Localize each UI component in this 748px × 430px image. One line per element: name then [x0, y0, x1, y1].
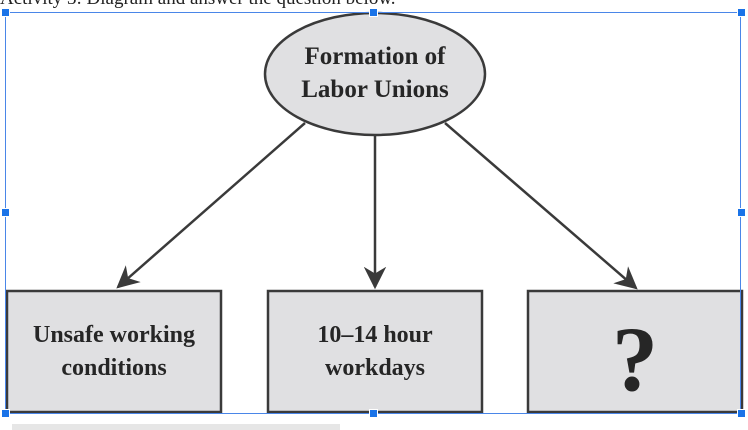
child-node-unsafe-conditions: Unsafe working conditions — [5, 289, 223, 414]
child-1-label-line2: conditions — [61, 355, 166, 381]
arrow-to-unknown — [444, 122, 638, 290]
child-1-label-line1: Unsafe working — [33, 322, 195, 348]
question-mark-label: ? — [612, 308, 658, 410]
root-node: Formation of Labor Unions — [263, 11, 487, 137]
arrow-to-unsafe-conditions — [116, 122, 306, 289]
child-2-label-line2: workdays — [325, 355, 425, 381]
root-ellipse — [263, 11, 487, 137]
resize-handle-middle-right[interactable] — [737, 208, 746, 217]
child-node-workdays: 10–14 hour workdays — [266, 289, 484, 414]
clipped-instruction-text: Activity 3: Diagram and answer the quest… — [0, 0, 396, 10]
child-box-2 — [266, 289, 484, 414]
child-2-label-line1: 10–14 hour — [317, 322, 433, 348]
child-box-3 — [526, 289, 744, 414]
resize-handle-bottom-right[interactable] — [737, 409, 746, 418]
root-label-line1: Formation of — [305, 43, 447, 70]
clipped-content-below — [12, 424, 340, 430]
resize-handle-top-left[interactable] — [1, 8, 10, 17]
child-box-1 — [5, 289, 223, 414]
root-label-line2: Labor Unions — [301, 76, 449, 103]
resize-handle-bottom-center[interactable] — [369, 409, 378, 418]
resize-handle-top-center[interactable] — [369, 8, 378, 17]
resize-handle-bottom-left[interactable] — [1, 409, 10, 418]
resize-handle-middle-left[interactable] — [1, 208, 10, 217]
child-node-unknown: ? — [526, 289, 744, 414]
resize-handle-top-right[interactable] — [737, 8, 746, 17]
